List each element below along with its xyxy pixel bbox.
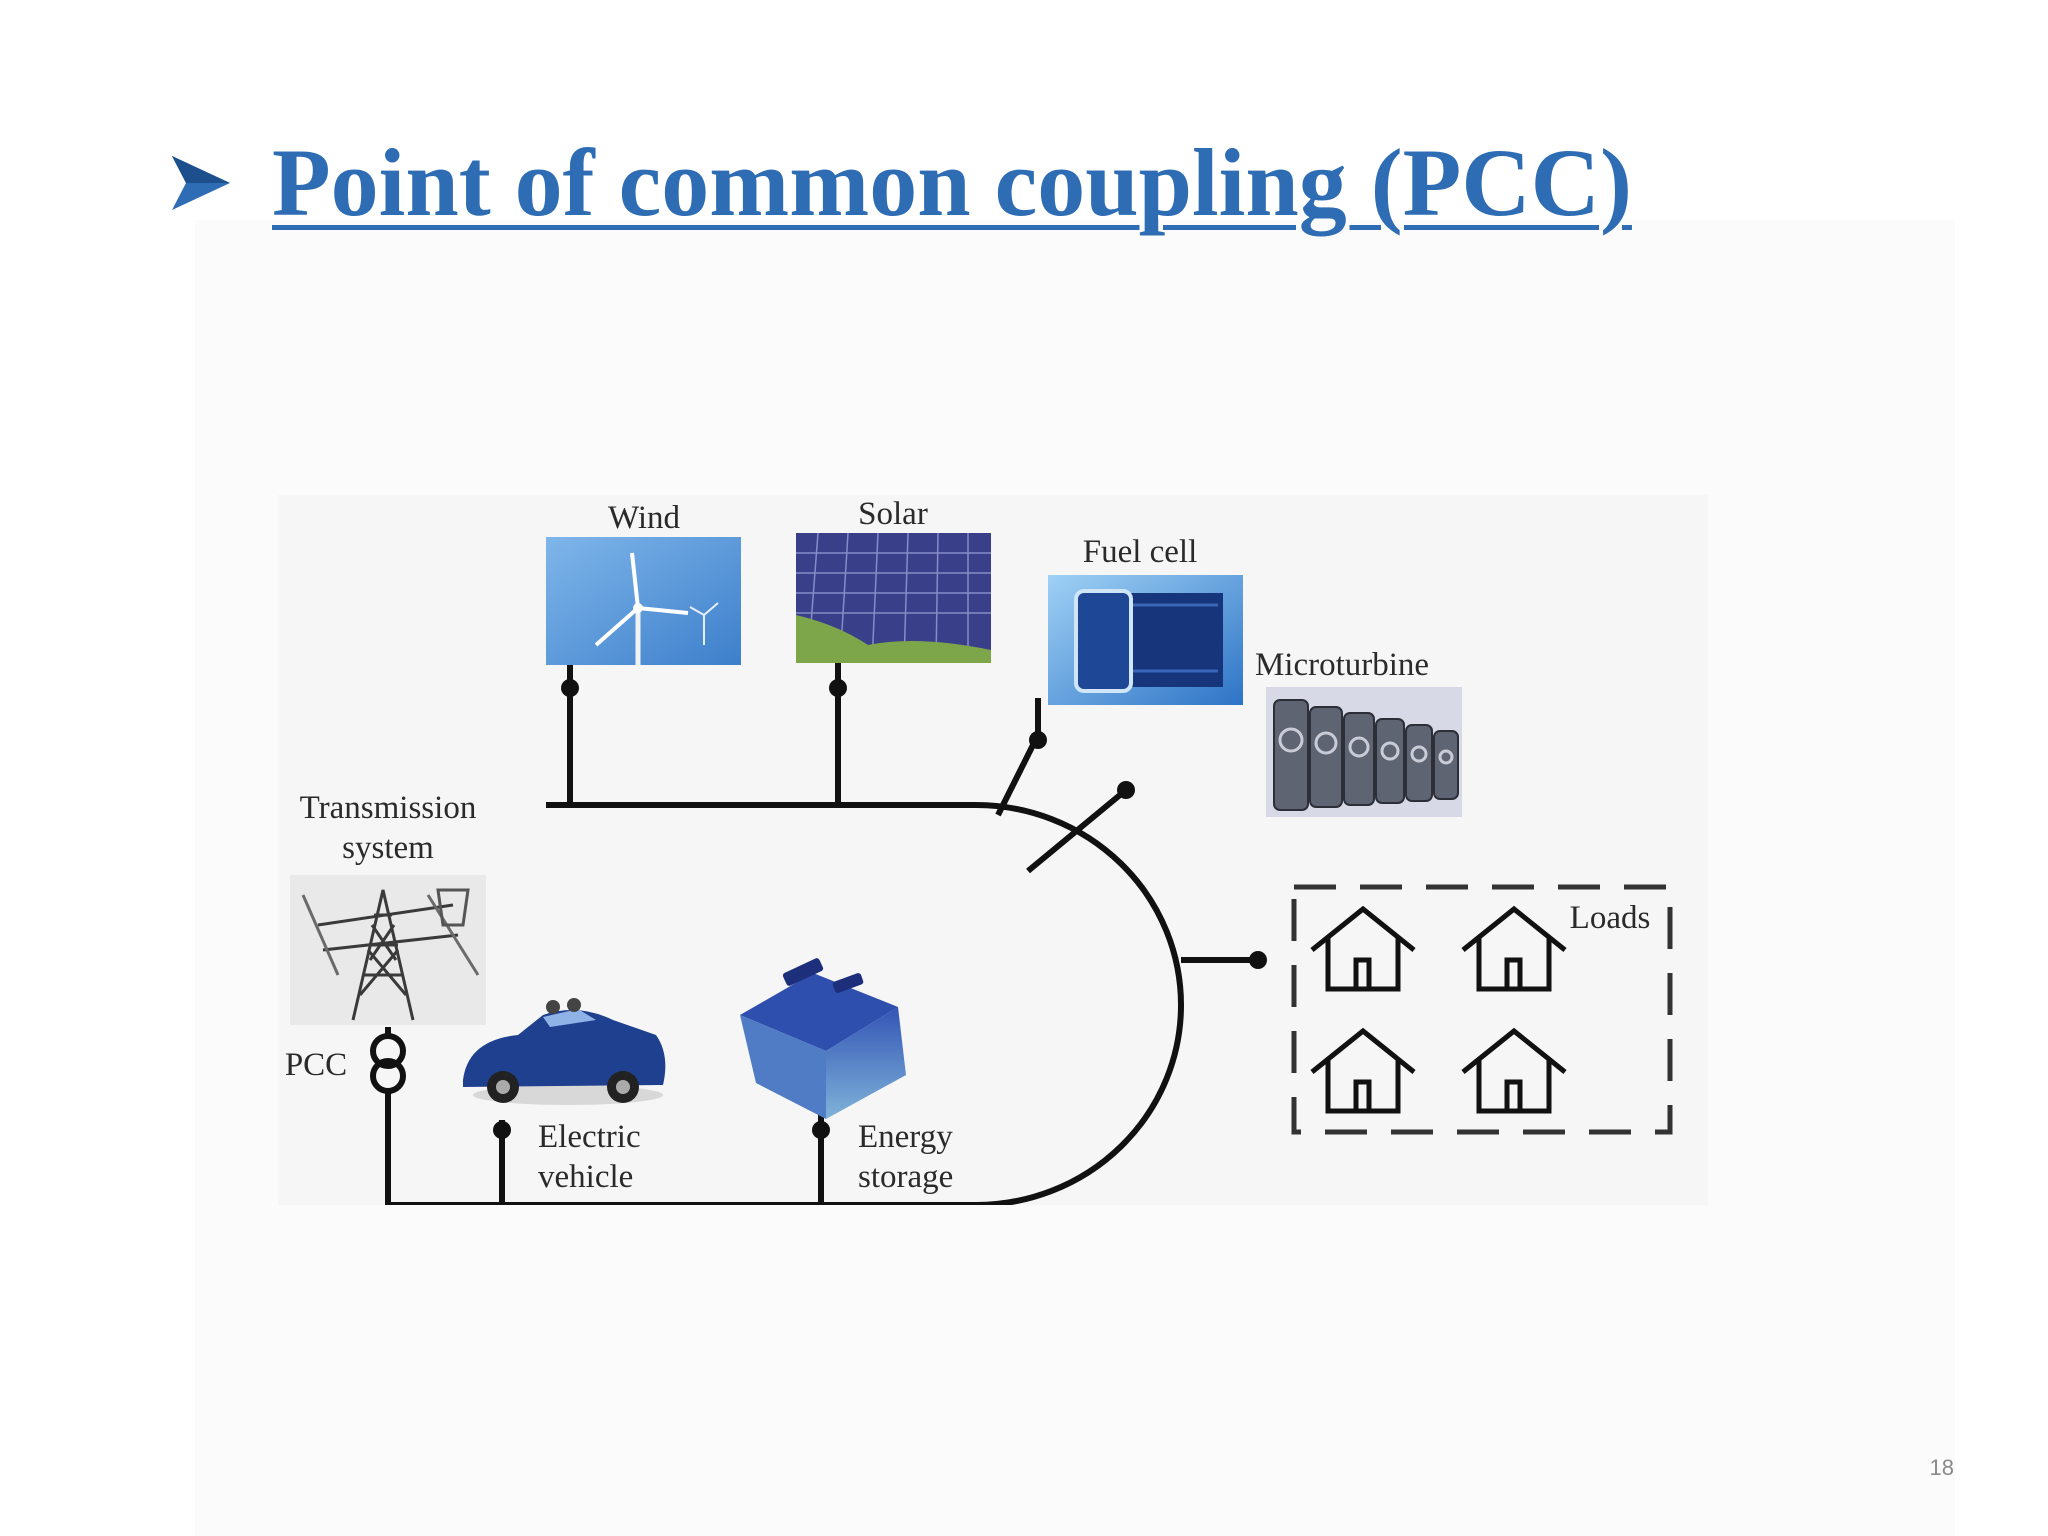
storage-label-line1: Energy xyxy=(858,1119,953,1155)
loads-boundary xyxy=(1291,884,1673,1135)
pcc-label: PCC xyxy=(285,1047,347,1083)
arrowhead-bullet-icon xyxy=(172,156,230,210)
microgrid-diagram: Wind Solar xyxy=(278,495,1708,1205)
wind-connection-node xyxy=(561,679,579,697)
solar-panel-icon xyxy=(796,532,991,664)
title-row: Point of common coupling (PCC) xyxy=(170,118,1632,248)
microturbine-label: Microturbine xyxy=(1255,647,1429,683)
solar-label: Solar xyxy=(858,496,928,532)
microturbine-icon xyxy=(1266,687,1462,817)
microturbine-connection-node xyxy=(1117,781,1135,799)
transmission-label-line2: system xyxy=(342,830,434,866)
house-icon xyxy=(1310,905,1416,992)
house-icon xyxy=(1461,905,1567,992)
loads-label: Loads xyxy=(1570,900,1651,936)
main-bus-line xyxy=(388,802,1184,1205)
loads-connection-node xyxy=(1249,951,1267,969)
battery-icon xyxy=(740,958,906,1119)
electric-car-icon xyxy=(463,998,666,1105)
storage-label-line2: storage xyxy=(858,1159,953,1195)
solar-connection-node xyxy=(829,679,847,697)
house-icon xyxy=(1310,1027,1416,1114)
transmission-label-line1: Transmission xyxy=(300,790,477,826)
ev-connection-node xyxy=(493,1121,511,1139)
wind-turbine-icon xyxy=(546,537,741,665)
house-icon xyxy=(1461,1027,1567,1114)
fuel-cell-feeder-line xyxy=(995,733,1041,817)
ev-label-line1: Electric xyxy=(538,1119,641,1155)
page-number: 18 xyxy=(1929,1455,1954,1480)
fuel-cell-label: Fuel cell xyxy=(1083,534,1198,570)
fuel-cell-icon xyxy=(1048,575,1243,705)
transformer-icon xyxy=(370,1033,406,1094)
slide-title: Point of common coupling (PCC) xyxy=(272,129,1632,236)
transmission-tower-icon xyxy=(290,875,486,1025)
storage-connection-node xyxy=(812,1121,830,1139)
fuel-cell-connection-node xyxy=(1029,731,1047,749)
ev-label-line2: vehicle xyxy=(538,1159,633,1195)
microturbine-feeder-line xyxy=(1026,787,1128,874)
wind-label: Wind xyxy=(608,500,680,536)
